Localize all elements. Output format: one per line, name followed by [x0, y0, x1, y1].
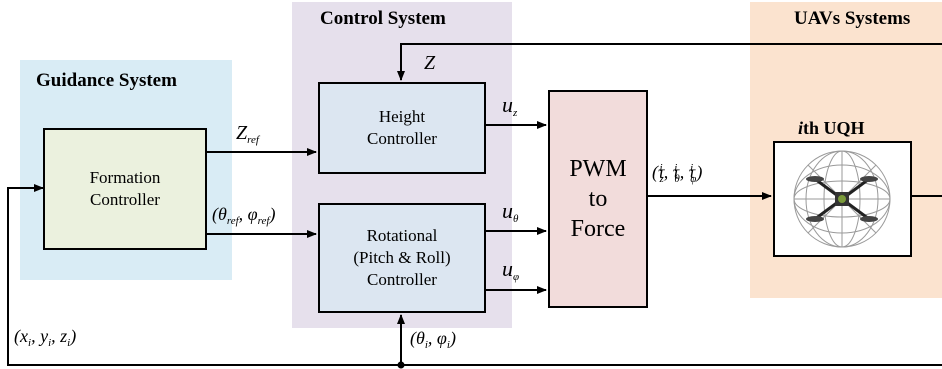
zref-label: Zref	[236, 122, 259, 146]
utheta-label: uθ	[502, 198, 519, 225]
rotational-controller-block: Rotational (Pitch & Roll) Controller	[318, 203, 486, 313]
pwm-to-force-label: PWM to Force	[569, 156, 627, 242]
height-controller-block: Height Controller	[318, 82, 486, 174]
theta-phi-ref-label: (θref, φref)	[212, 204, 276, 227]
pwm-to-force-block: PWM to Force	[548, 90, 648, 308]
formation-controller-block: Formation Controller	[43, 128, 207, 250]
formation-controller-label: Formation Controller	[89, 168, 161, 209]
z-feedback-line	[397, 43, 942, 81]
uphi-label: uφ	[502, 256, 520, 283]
junction-dot	[397, 361, 405, 369]
rotational-controller-label: Rotational (Pitch & Roll) Controller	[353, 226, 451, 289]
uqh-title: ith UQH	[798, 118, 865, 138]
xyz-label: (xi, yi, zi)	[14, 326, 77, 349]
state-feedback-line	[7, 184, 942, 366]
uz-label: uz	[502, 92, 518, 119]
control-system-title: Control System	[320, 8, 446, 29]
uav-systems-title: UAVs Systems	[794, 8, 911, 29]
uqh-block	[773, 141, 912, 257]
z-feedback-label: Z	[424, 52, 436, 74]
theta-phi-i-label: (θi, φi)	[410, 328, 456, 351]
height-controller-label: Height Controller	[367, 107, 437, 148]
tau-label: (τiz, τiθ, τiφ)	[652, 162, 703, 185]
guidance-system-title: Guidance System	[36, 70, 177, 91]
uqh-quadrotor-image	[793, 150, 891, 248]
